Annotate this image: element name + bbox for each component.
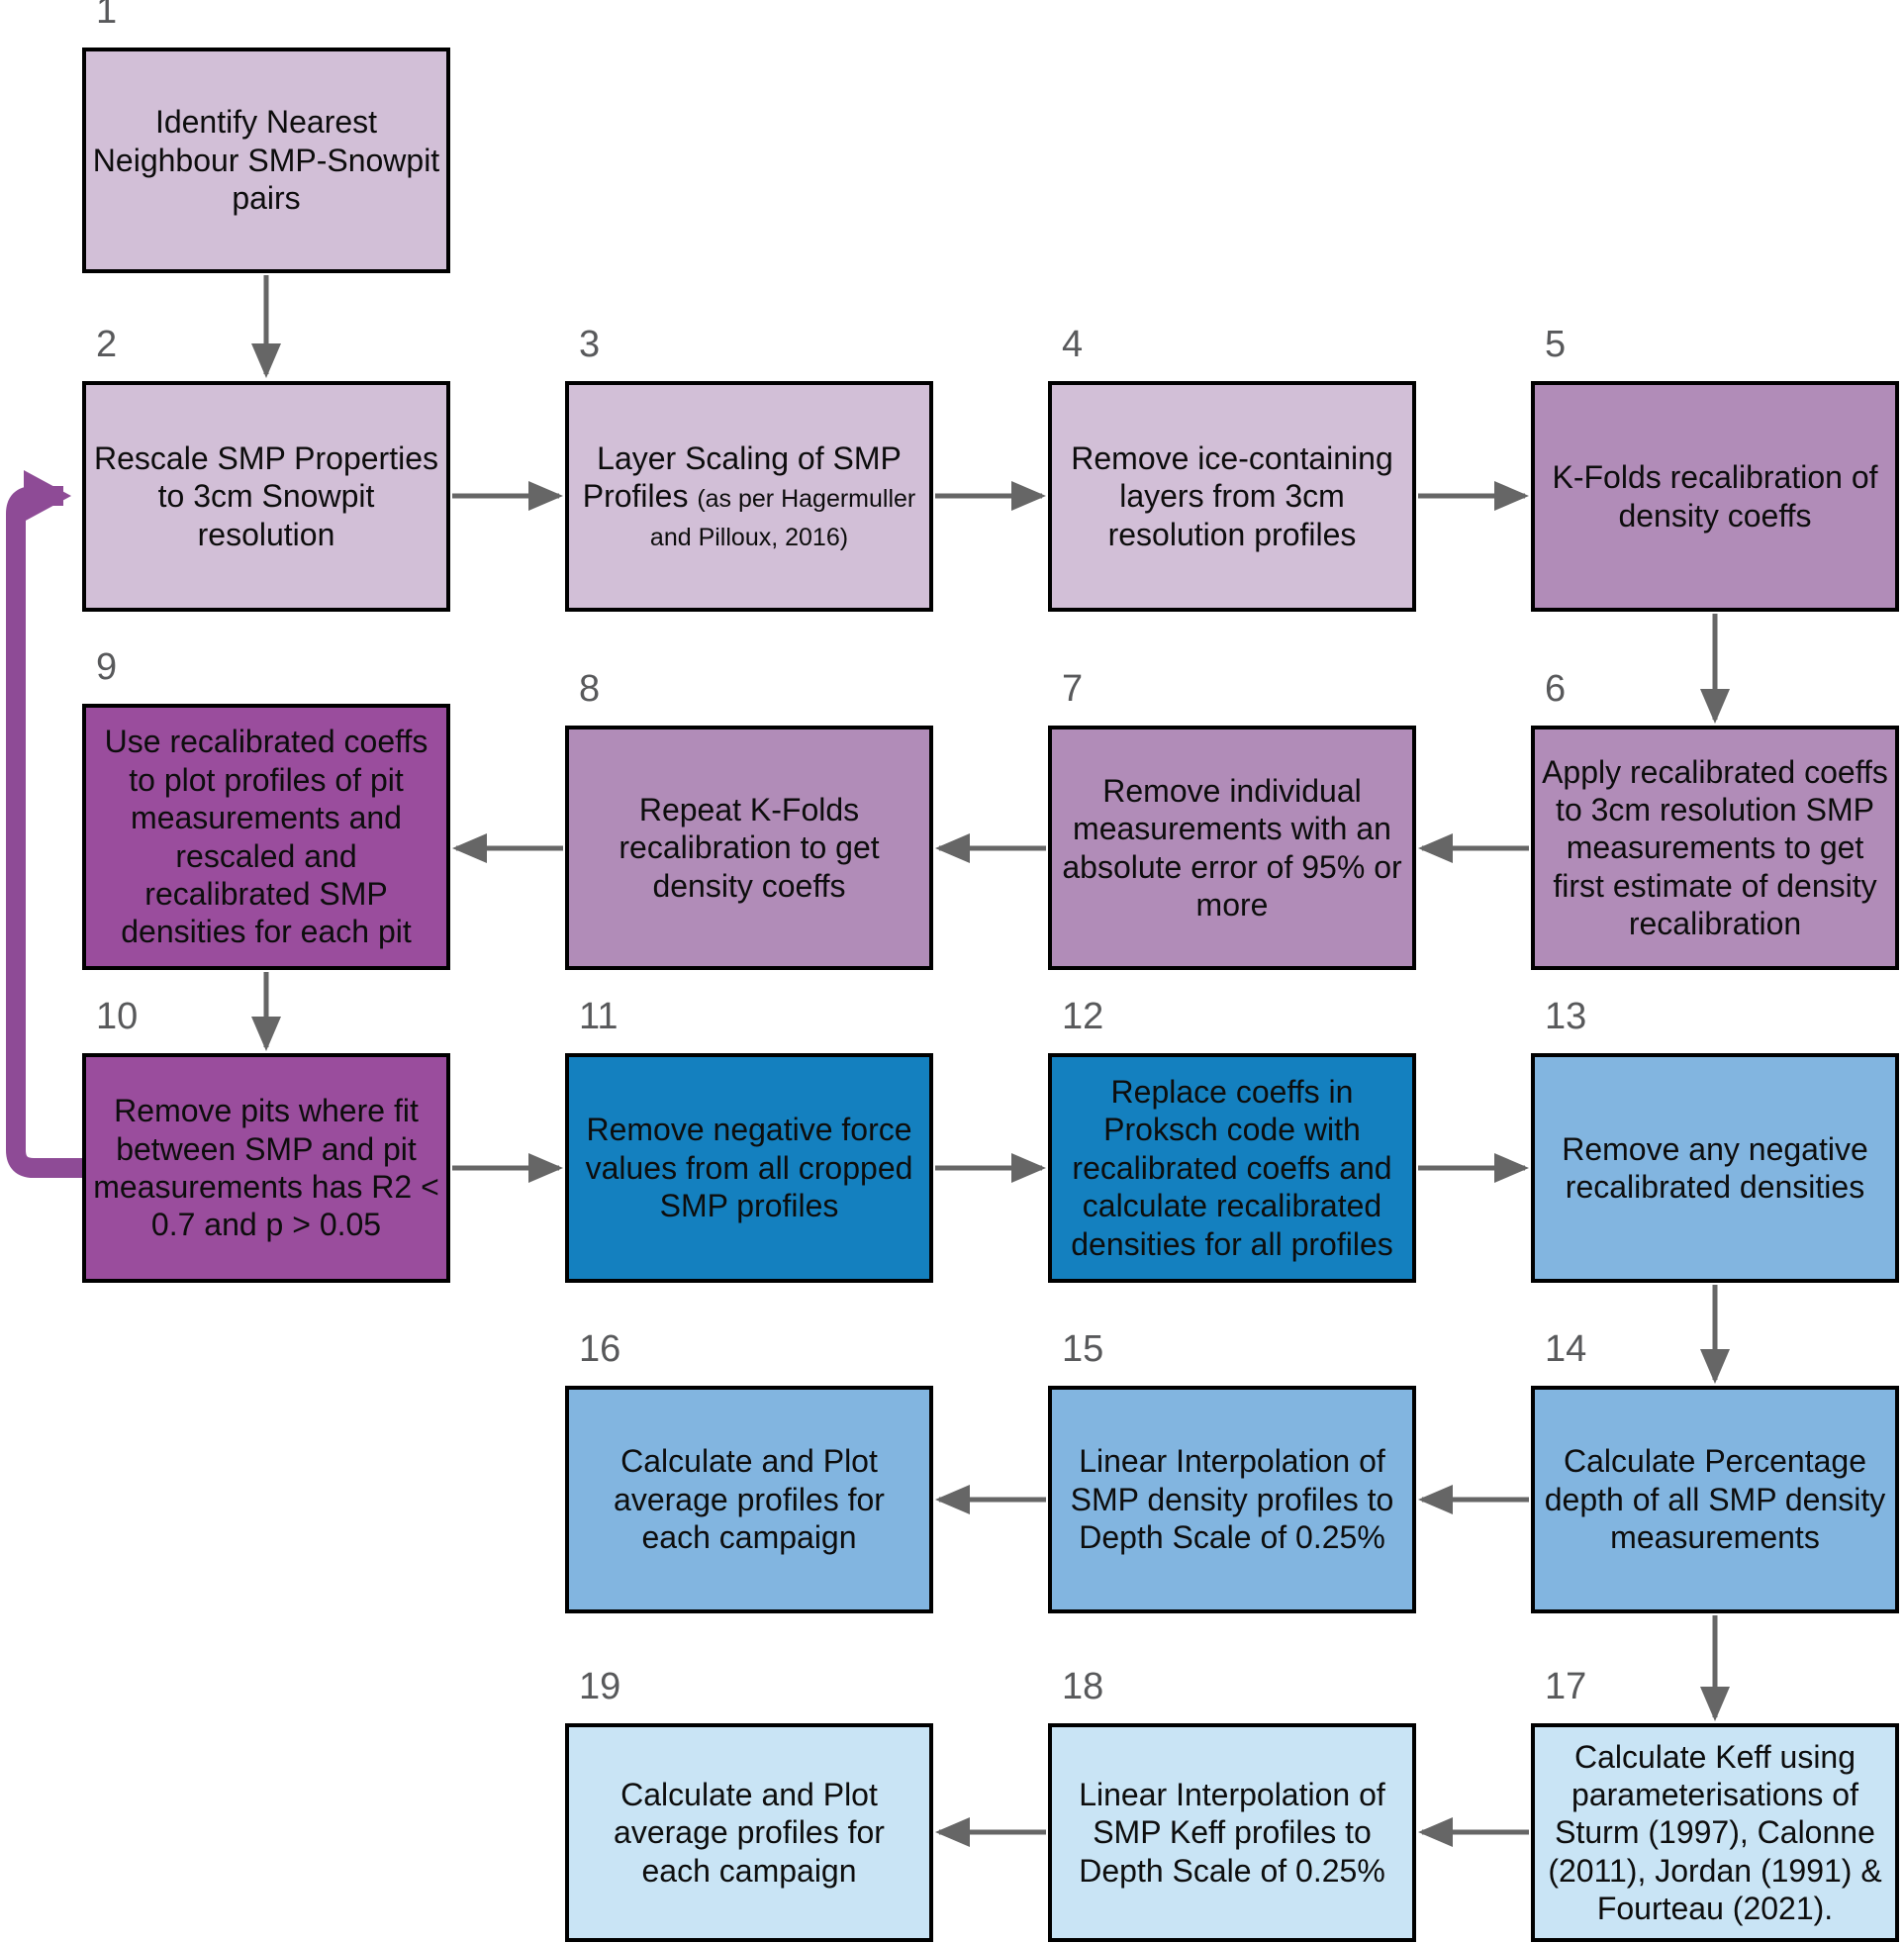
flowchart-step-1: 1 Identify Nearest Neighbour SMP-Snowpit… xyxy=(82,0,450,273)
flowchart-step-12: 12 Replace coeffs in Proksch code with r… xyxy=(1048,996,1416,1283)
step-13-number: 13 xyxy=(1545,996,1587,1037)
step-10-box: Remove pits where fit between SMP and pi… xyxy=(82,1053,450,1283)
step-5-label: K-Folds recalibration of density coeffs xyxy=(1552,459,1878,534)
step-1-label: Identify Nearest Neighbour SMP-Snowpit p… xyxy=(92,104,440,217)
flowchart-step-9: 9 Use recalibrated coeffs to plot profil… xyxy=(82,646,450,970)
step-6-label: Apply recalibrated coeffs to 3cm resolut… xyxy=(1542,753,1888,942)
step-4-box: Remove ice-containing layers from 3cm re… xyxy=(1048,381,1416,612)
step-12-number: 12 xyxy=(1062,996,1104,1037)
step-19-label: Calculate and Plot average profiles for … xyxy=(614,1776,885,1889)
step-8-box: Repeat K-Folds recalibration to get dens… xyxy=(565,726,933,970)
step-3-label: Layer Scaling of SMP Profiles (as per Ha… xyxy=(582,439,916,551)
step-19-box: Calculate and Plot average profiles for … xyxy=(565,1723,933,1942)
step-2-label: Rescale SMP Properties to 3cm Snowpit re… xyxy=(94,439,438,552)
flowchart-step-8: 8 Repeat K-Folds recalibration to get de… xyxy=(565,668,933,970)
step-18-box: Linear Interpolation of SMP Keff profile… xyxy=(1048,1723,1416,1942)
step-9-box: Use recalibrated coeffs to plot profiles… xyxy=(82,704,450,970)
flowchart-step-3: 3 Layer Scaling of SMP Profiles (as per … xyxy=(565,324,933,612)
step-8-number: 8 xyxy=(579,668,601,710)
flowchart-step-13: 13 Remove any negative recalibrated dens… xyxy=(1531,996,1899,1283)
flowchart-step-2: 2 Rescale SMP Properties to 3cm Snowpit … xyxy=(82,324,450,612)
step-16-label: Calculate and Plot average profiles for … xyxy=(614,1443,885,1556)
flowchart-step-5: 5 K-Folds recalibration of density coeff… xyxy=(1531,324,1899,612)
step-5-number: 5 xyxy=(1545,324,1567,365)
step-14-label: Calculate Percentage depth of all SMP de… xyxy=(1544,1443,1886,1556)
step-10-number: 10 xyxy=(96,996,139,1037)
step-18-number: 18 xyxy=(1062,1666,1104,1707)
step-6-number: 6 xyxy=(1545,668,1567,710)
flowchart-step-16: 16 Calculate and Plot average profiles f… xyxy=(565,1328,933,1613)
step-14-box: Calculate Percentage depth of all SMP de… xyxy=(1531,1386,1899,1613)
step-17-label: Calculate Keff using parameterisations o… xyxy=(1548,1738,1882,1927)
step-4-label: Remove ice-containing layers from 3cm re… xyxy=(1071,439,1393,552)
flowchart-step-19: 19 Calculate and Plot average profiles f… xyxy=(565,1666,933,1942)
step-2-box: Rescale SMP Properties to 3cm Snowpit re… xyxy=(82,381,450,612)
step-10-label: Remove pits where fit between SMP and pi… xyxy=(93,1093,439,1243)
flowchart-step-17: 17 Calculate Keff using parameterisation… xyxy=(1531,1666,1899,1942)
flowchart-step-14: 14 Calculate Percentage depth of all SMP… xyxy=(1531,1328,1899,1613)
step-14-number: 14 xyxy=(1545,1328,1587,1370)
step-19-number: 19 xyxy=(579,1666,621,1707)
step-13-label: Remove any negative recalibrated densiti… xyxy=(1562,1130,1868,1205)
step-7-box: Remove individual measurements with an a… xyxy=(1048,726,1416,970)
flowchart-step-6: 6 Apply recalibrated coeffs to 3cm resol… xyxy=(1531,668,1899,970)
flowchart-step-11: 11 Remove negative force values from all… xyxy=(565,996,933,1283)
step-7-label: Remove individual measurements with an a… xyxy=(1062,772,1402,923)
step-15-label: Linear Interpolation of SMP density prof… xyxy=(1070,1443,1394,1556)
step-15-number: 15 xyxy=(1062,1328,1104,1370)
step-18-label: Linear Interpolation of SMP Keff profile… xyxy=(1079,1776,1385,1889)
step-11-label: Remove negative force values from all cr… xyxy=(585,1112,913,1224)
step-17-number: 17 xyxy=(1545,1666,1587,1707)
step-17-box: Calculate Keff using parameterisations o… xyxy=(1531,1723,1899,1942)
step-4-number: 4 xyxy=(1062,324,1084,365)
flowchart-step-10: 10 Remove pits where fit between SMP and… xyxy=(82,996,450,1283)
step-13-box: Remove any negative recalibrated densiti… xyxy=(1531,1053,1899,1283)
flowchart-step-4: 4 Remove ice-containing layers from 3cm … xyxy=(1048,324,1416,612)
step-16-box: Calculate and Plot average profiles for … xyxy=(565,1386,933,1613)
step-9-number: 9 xyxy=(96,646,118,688)
step-12-box: Replace coeffs in Proksch code with reca… xyxy=(1048,1053,1416,1283)
step-1-number: 1 xyxy=(96,0,118,32)
step-8-label: Repeat K-Folds recalibration to get dens… xyxy=(619,791,880,904)
feedback-arrow-10-2 xyxy=(5,470,85,1178)
step-12-label: Replace coeffs in Proksch code with reca… xyxy=(1071,1074,1393,1262)
step-11-box: Remove negative force values from all cr… xyxy=(565,1053,933,1283)
step-1-box: Identify Nearest Neighbour SMP-Snowpit p… xyxy=(82,48,450,273)
flowchart-step-18: 18 Linear Interpolation of SMP Keff prof… xyxy=(1048,1666,1416,1942)
step-9-label: Use recalibrated coeffs to plot profiles… xyxy=(104,724,428,950)
step-2-number: 2 xyxy=(96,324,118,365)
step-6-box: Apply recalibrated coeffs to 3cm resolut… xyxy=(1531,726,1899,970)
step-3-number: 3 xyxy=(579,324,601,365)
step-5-box: K-Folds recalibration of density coeffs xyxy=(1531,381,1899,612)
flowchart-step-7: 7 Remove individual measurements with an… xyxy=(1048,668,1416,970)
step-7-number: 7 xyxy=(1062,668,1084,710)
step-3-box: Layer Scaling of SMP Profiles (as per Ha… xyxy=(565,381,933,612)
flowchart-step-15: 15 Linear Interpolation of SMP density p… xyxy=(1048,1328,1416,1613)
step-16-number: 16 xyxy=(579,1328,621,1370)
step-3-citation: (as per Hagermuller and Pilloux, 2016) xyxy=(649,485,916,551)
step-11-number: 11 xyxy=(579,996,619,1037)
step-15-box: Linear Interpolation of SMP density prof… xyxy=(1048,1386,1416,1613)
